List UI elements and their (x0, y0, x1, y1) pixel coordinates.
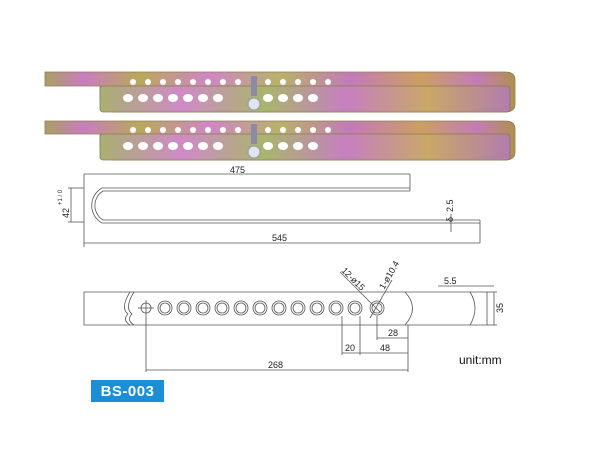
dim-48: 48 (380, 343, 390, 353)
dim-268: 268 (268, 360, 283, 370)
dim-small-hole: 1-ø10.4 (377, 259, 401, 291)
dim-545: 545 (272, 233, 287, 243)
dim-42: 42 (61, 208, 71, 218)
product-photo (44, 71, 516, 161)
dim-42-tolerance: +1 / 0 (58, 189, 64, 205)
model-badge: BS-003 (91, 380, 164, 402)
dim-thickness-prefix: δ (445, 217, 455, 222)
dim-20: 20 (345, 343, 355, 353)
unit-label: unit:mm (459, 353, 502, 367)
dim-large-holes: 12-ø15 (340, 265, 367, 292)
bar-seal-photo-1 (44, 71, 516, 113)
dim-35: 35 (495, 303, 505, 313)
bar-seal-photo-2 (44, 120, 516, 161)
dim-thickness: 2.5 (445, 199, 455, 212)
dim-5-5: 5.5 (444, 276, 457, 286)
dim-28: 28 (388, 328, 398, 338)
